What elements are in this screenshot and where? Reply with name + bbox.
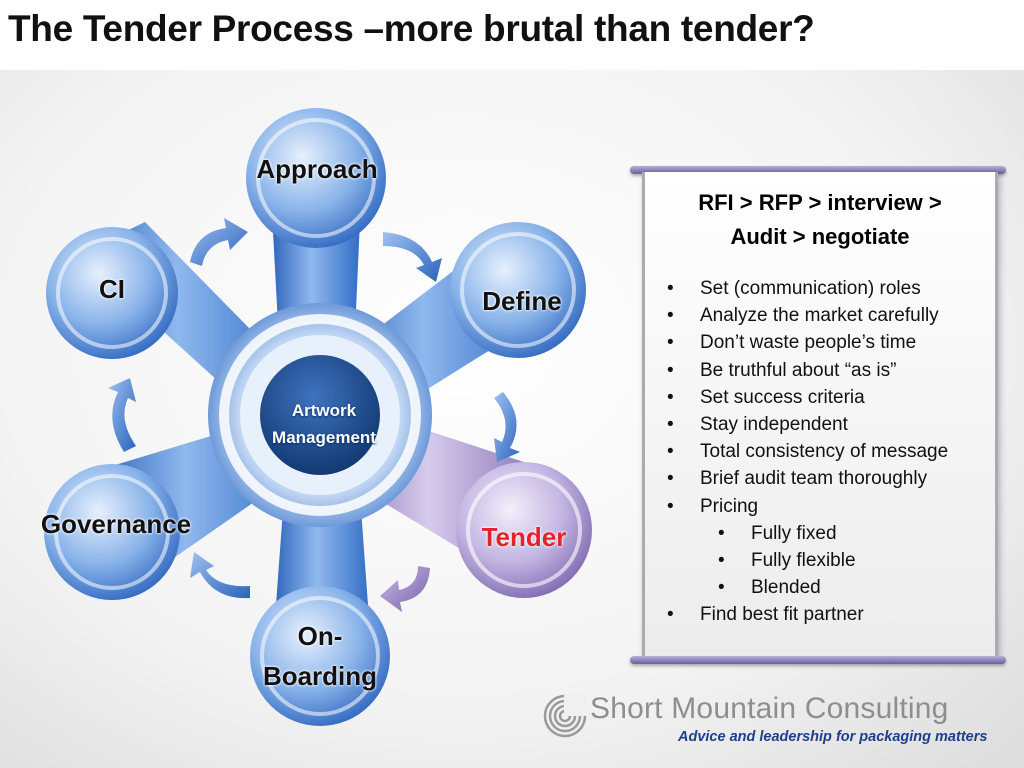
- list-item: Don’t waste people’s time: [667, 329, 948, 356]
- arrow-approach-to-define-icon: [383, 232, 442, 282]
- center-hub: [208, 303, 432, 527]
- sub-list-item: Fully fixed: [718, 520, 948, 547]
- center-label: Artwork Management: [262, 397, 386, 451]
- sub-list-item: Fully flexible: [718, 547, 948, 574]
- arrow-tender-to-onboarding-icon: [380, 566, 430, 612]
- node-label-onboarding-line2: Boarding: [262, 661, 378, 691]
- arrow-ci-to-approach-icon: [190, 218, 248, 266]
- node-tender: [456, 462, 592, 598]
- center-label-line2: Management: [272, 428, 376, 447]
- arrow-governance-to-ci-icon: [108, 378, 136, 452]
- list-item: Set (communication) roles: [667, 275, 948, 302]
- node-label-governance: Governance: [40, 509, 192, 539]
- bullet-list: Set (communication) roles Analyze the ma…: [667, 275, 948, 629]
- node-label-ci: CI: [99, 274, 125, 304]
- cycle-diagram: [44, 108, 592, 726]
- panel-rod-top: [630, 166, 1006, 174]
- center-label-line1: Artwork: [291, 401, 357, 420]
- panel-heading-line2: Audit > negotiate: [730, 224, 910, 249]
- node-ci: [46, 227, 178, 359]
- panel-rod-bottom: [630, 656, 1006, 664]
- node-label-tender: Tender: [481, 522, 567, 552]
- tender-steps-panel: RFI > RFP > interview > Audit > negotiat…: [642, 172, 998, 658]
- node-onboarding: [250, 586, 390, 726]
- list-item: Stay independent: [667, 411, 948, 438]
- node-governance: [44, 464, 180, 600]
- list-item: Total consistency of message: [667, 438, 948, 465]
- title-bar: The Tender Process –more brutal than ten…: [0, 0, 1024, 70]
- arrow-define-to-tender-icon: [494, 392, 520, 462]
- list-item: Find best fit partner: [667, 601, 948, 628]
- list-item: Analyze the market carefully: [667, 302, 948, 329]
- list-item: Pricing: [667, 493, 948, 520]
- spiral-logo-icon: [543, 694, 587, 738]
- sub-list-item: Blended: [718, 574, 948, 601]
- logo-name: Short Mountain Consulting: [590, 692, 949, 725]
- panel-heading-line1: RFI > RFP > interview >: [698, 190, 942, 215]
- list-item: Be truthful about “as is”: [667, 357, 948, 384]
- node-label-define: Define: [482, 286, 562, 316]
- node-label-approach: Approach: [256, 154, 378, 184]
- slide-title: The Tender Process –more brutal than ten…: [8, 8, 815, 49]
- node-define: [450, 222, 586, 358]
- node-label-onboarding-line1: On-: [297, 621, 343, 651]
- node-approach: [246, 108, 386, 248]
- list-item: Set success criteria: [667, 384, 948, 411]
- logo-tagline: Advice and leadership for packaging matt…: [678, 729, 988, 745]
- panel-heading: RFI > RFP > interview > Audit > negotiat…: [645, 186, 995, 254]
- arrow-onboarding-to-governance-icon: [190, 552, 250, 599]
- list-item: Brief audit team thoroughly: [667, 465, 948, 492]
